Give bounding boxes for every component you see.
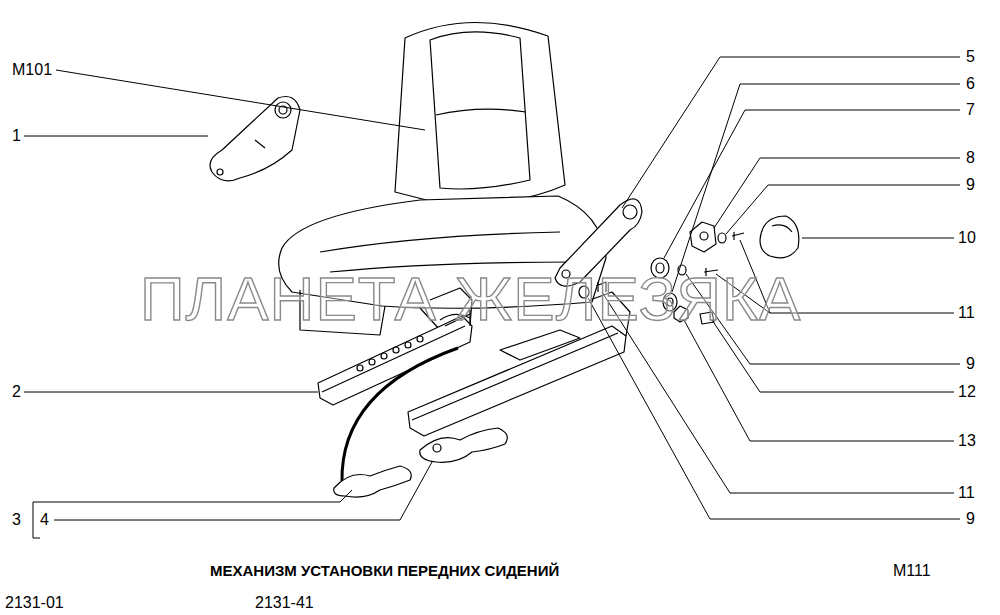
cover-part	[210, 97, 300, 181]
callout-number: 1	[12, 126, 21, 146]
watermark: ПЛАНЕТА ЖЕЛЕЗЯКА	[140, 264, 801, 334]
seat-rail	[408, 326, 626, 436]
callout-number: 2	[12, 382, 21, 402]
callout-number: 6	[966, 74, 975, 94]
diagram-title: МЕХАНИЗМ УСТАНОВКИ ПЕРЕДНИХ СИДЕНИЙ	[210, 561, 559, 581]
callout-number: 10	[958, 228, 976, 248]
callout-number: 3	[12, 510, 21, 530]
callout-number: 11	[958, 303, 975, 323]
callout-number: 11	[958, 483, 975, 503]
cable-clamp	[334, 466, 412, 497]
part-code: M101	[12, 60, 52, 80]
callout-number: 9	[966, 175, 975, 195]
callout-number: 13	[958, 431, 976, 451]
callout-number: 9	[966, 509, 975, 529]
callout-number: 7	[966, 100, 975, 120]
callout-number: 12	[958, 382, 976, 402]
model-code: 2131-41	[255, 593, 314, 613]
model-code: 2131-01	[5, 593, 64, 613]
callout-number: 4	[40, 510, 49, 530]
page-code: M111	[893, 561, 931, 581]
cable-clamp	[420, 428, 508, 462]
callout-number: 9	[966, 354, 975, 374]
adjust-knob	[760, 216, 799, 258]
callout-number: 8	[966, 148, 975, 168]
seat-backrest	[395, 22, 565, 206]
callout-number: 5	[966, 47, 975, 67]
leader-line	[24, 57, 960, 538]
